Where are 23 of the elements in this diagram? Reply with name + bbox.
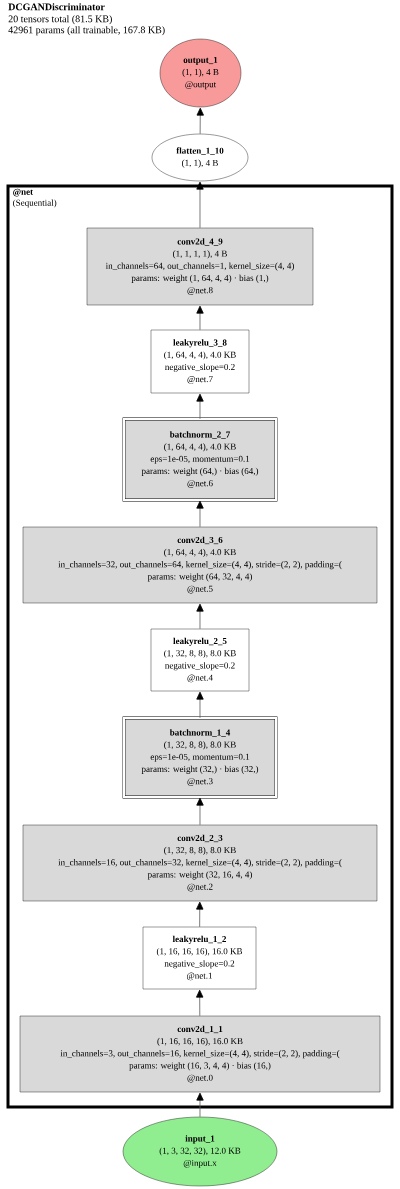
layer-box: batchnorm_2_7 (1, 64, 4, 4), 4.0 KB eps=1e-05, momentum=0.1 params: weight (64,) · bias (64,) @net.6 <box>122 417 278 502</box>
layer-box: leakyrelu_3_8 (1, 64, 4, 4), 4.0 KB negative_slope=0.2 @net.7 <box>150 329 250 394</box>
arrow <box>196 989 204 1017</box>
layer-box: conv2d_1_1 (1, 16, 16, 16), 16.0 KB in_channels=3, out_channels=16, kernel_size=(4, 4), stride=(2, 2), padding=( params: weight (16, 3, 4, 4) · bias (16,) @net.0 <box>19 1015 381 1093</box>
arrow <box>196 305 204 331</box>
layer-box: leakyrelu_2_5 (1, 32, 8, 8), 8.0 KB negative_slope=0.2 @net.4 <box>150 628 250 692</box>
arrow <box>196 393 204 420</box>
arrow <box>196 500 204 528</box>
arrow <box>196 691 204 719</box>
arrow <box>196 107 204 135</box>
arrow <box>196 797 204 826</box>
layer-box: batchnorm_1_4 (1, 32, 8, 8), 8.0 KB eps=1e-05, momentum=0.1 params: weight (32,) · bias (32,) @net.3 <box>122 716 278 799</box>
arrow <box>196 181 204 229</box>
layer-box: conv2d_4_9 (1, 1, 1, 1), 4 B in_channels=64, out_channels=1, kernel_size=(4, 4) params: weight (1, 64, 4, 4) · bias (1,) @net.8 <box>86 227 314 306</box>
layer-box: conv2d_3_6 (1, 64, 4, 4), 4.0 KB in_channels=32, out_channels=64, kernel_size=(4, 4), stride=(2, 2), padding=( params: weight (64, 32, 4, 4) @net.5 <box>22 526 378 604</box>
summary-text: 42961 params (all trainable, 167.8 KB) <box>8 26 165 36</box>
layer-box: conv2d_2_3 (1, 32, 8, 8), 8.0 KB in_channels=16, out_channels=32, kernel_size=(4, 4), stride=(2, 2), padding=( params: weight (32, 16, 4, 4) @net.2 <box>22 824 378 902</box>
layer-box: leakyrelu_1_2 (1, 16, 16, 16), 16.0 KB negative_slope=0.2 @net.1 <box>142 926 257 990</box>
title: DCGANDiscriminator <box>8 3 105 11</box>
summary-text: 20 tensors total (81.5 KB) <box>8 15 112 25</box>
arrow <box>196 603 204 630</box>
arrow <box>196 1092 204 1118</box>
arrow <box>196 901 204 928</box>
